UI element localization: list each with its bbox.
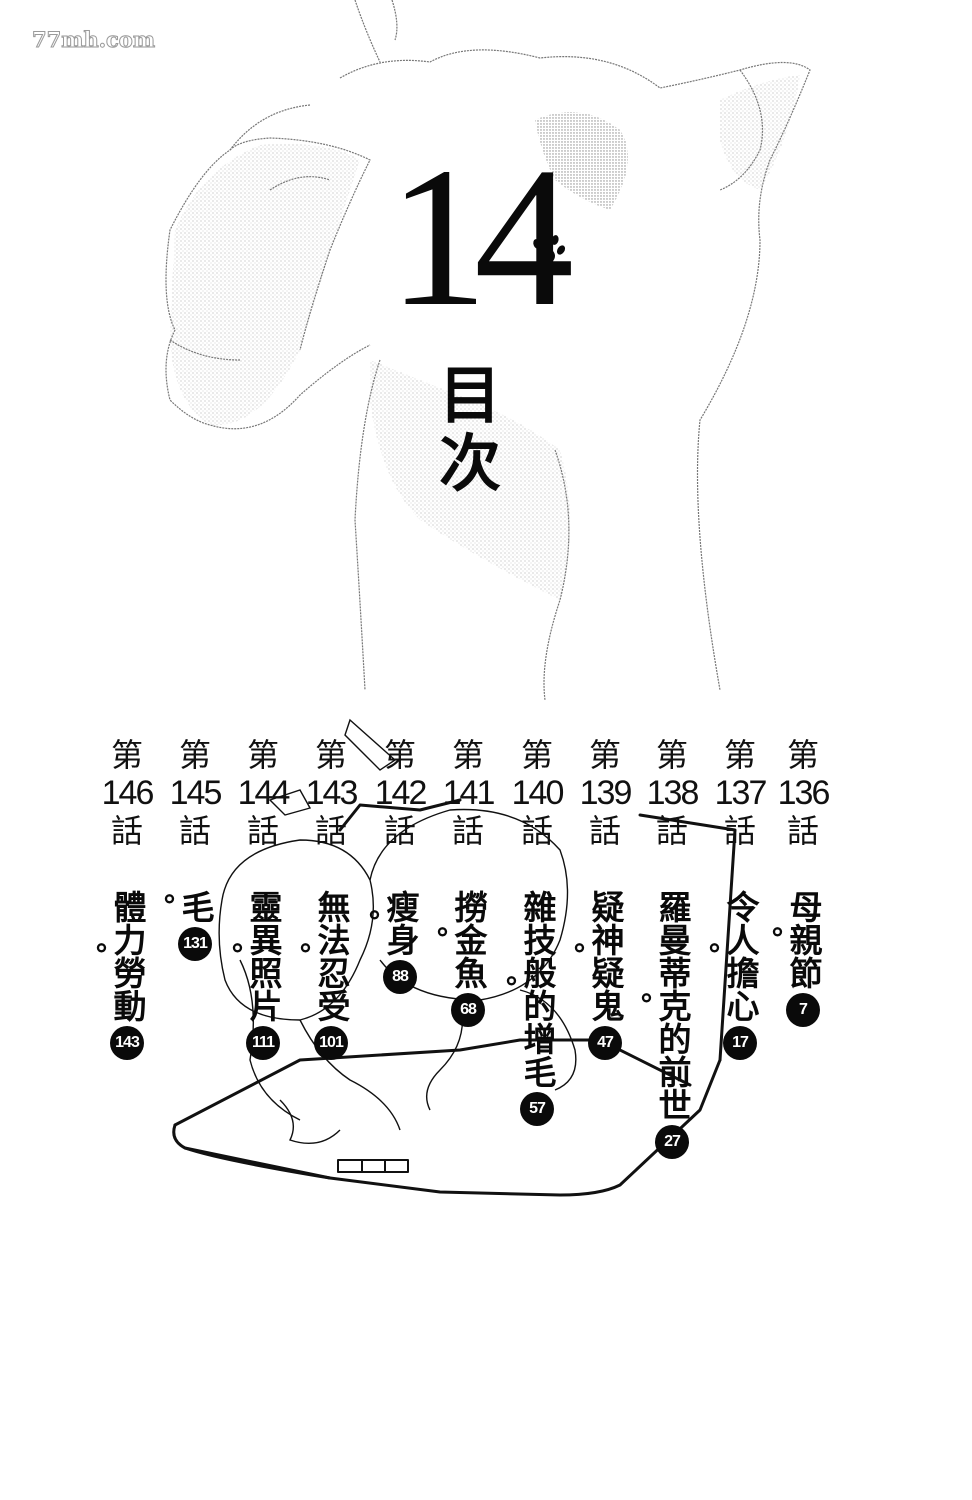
chapter-title: 羅曼蒂克的前世。	[620, 890, 692, 1121]
page-number-badge: 68	[451, 993, 485, 1027]
page-number-badge: 111	[246, 1026, 280, 1060]
chapter-title: 靈異照片。	[211, 890, 283, 1022]
chapter-prefix: 第	[520, 736, 553, 774]
page-number-badge: 27	[655, 1125, 689, 1159]
chapter-title-text: 瘦身	[381, 890, 420, 956]
chapter-title-text: 疑神疑鬼	[586, 890, 625, 1022]
toc-heading-char: 目	[438, 359, 501, 432]
chapter-prefix: 第	[110, 736, 143, 774]
chapter-title-text: 毛	[176, 890, 215, 923]
chapter-title-text: 體力勞動	[108, 890, 147, 1022]
paw-print-icon	[533, 233, 566, 264]
chapter-suffix: 話	[786, 812, 819, 850]
separator-dot: 。	[751, 925, 784, 954]
chapter-prefix: 第	[383, 736, 416, 774]
chapter-title-text: 靈異照片	[244, 890, 283, 1022]
chapter-prefix: 第	[588, 736, 621, 774]
chapter-prefix: 第	[314, 736, 347, 774]
page-number-badge: 17	[723, 1026, 757, 1060]
chapter-prefix: 第	[451, 736, 484, 774]
chapter-title: 無法忍受。	[279, 890, 351, 1022]
chapter-title: 母親節。	[751, 890, 823, 989]
chapter-title: 瘦身。	[348, 890, 420, 956]
chapter-number: 139	[579, 774, 633, 812]
chapter-number: 137	[714, 774, 768, 812]
chapter-suffix: 話	[723, 812, 756, 850]
chapter-title: 雜技般的增毛。	[485, 890, 557, 1088]
page-number-badge: 88	[383, 960, 417, 994]
chapter-suffix: 話	[588, 812, 621, 850]
chapter-prefix: 第	[723, 736, 756, 774]
page-number-badge: 143	[110, 1026, 144, 1060]
toc-heading-char: 次	[438, 427, 501, 500]
volume-number: 14	[388, 127, 574, 348]
separator-dot: 。	[416, 925, 449, 954]
separator-dot: 。	[688, 942, 721, 970]
chapter-prefix: 第	[246, 736, 279, 774]
page-number-badge: 47	[588, 1026, 622, 1060]
chapter-number: 145	[169, 774, 223, 812]
chapter-title-text: 令人擔心	[721, 890, 760, 1022]
chapter-title-text: 雜技般的增毛	[518, 890, 557, 1088]
chapter-number: 136	[777, 774, 831, 812]
chapter-suffix: 話	[110, 812, 143, 850]
chapter-title-text: 母親節	[784, 890, 823, 989]
chapter-title-text: 撈金魚	[449, 890, 488, 989]
chapter-suffix: 話	[246, 812, 279, 850]
chapter-prefix: 第	[178, 736, 211, 774]
page-number-badge: 7	[786, 993, 820, 1027]
chapter-suffix: 話	[178, 812, 211, 850]
chapter-suffix: 話	[383, 812, 416, 850]
chapter-prefix: 第	[655, 736, 688, 774]
chapter-prefix: 第	[786, 736, 819, 774]
chapter-title: 撈金魚。	[416, 890, 488, 989]
chapter-suffix: 話	[451, 812, 484, 850]
chapter-number: 141	[442, 774, 496, 812]
chapter-title: 毛。	[143, 890, 215, 923]
separator-dot: 。	[211, 942, 244, 970]
separator-dot: 。	[348, 909, 381, 937]
chapter-suffix: 話	[314, 812, 347, 850]
chapter-number: 144	[237, 774, 291, 812]
page-number-badge: 57	[520, 1092, 554, 1126]
chapter-suffix: 話	[520, 812, 553, 850]
chapter-suffix: 話	[655, 812, 688, 850]
chapter-number: 146	[101, 774, 155, 812]
separator-dot: 。	[485, 975, 518, 1003]
site-watermark: 77mh.com	[31, 27, 156, 53]
separator-dot: 。	[143, 892, 176, 921]
separator-dot: 。	[620, 991, 653, 1020]
chapter-title-text: 無法忍受	[312, 890, 351, 1022]
chapter-title: 體力勞動。	[75, 890, 147, 1022]
separator-dot: 。	[279, 942, 312, 970]
page-number-badge: 131	[178, 927, 212, 961]
separator-dot: 。	[553, 942, 586, 970]
chapter-number: 142	[374, 774, 428, 812]
chapter-number: 140	[511, 774, 565, 812]
toc-heading: 目 次	[430, 362, 510, 498]
chapter-title-text: 羅曼蒂克的前世	[653, 890, 692, 1121]
chapter-number: 138	[646, 774, 700, 812]
chapter-title: 疑神疑鬼。	[553, 890, 625, 1022]
page-number-badge: 101	[314, 1026, 348, 1060]
chapter-title: 令人擔心。	[688, 890, 760, 1022]
separator-dot: 。	[75, 942, 108, 970]
chapter-number: 143	[305, 774, 359, 812]
